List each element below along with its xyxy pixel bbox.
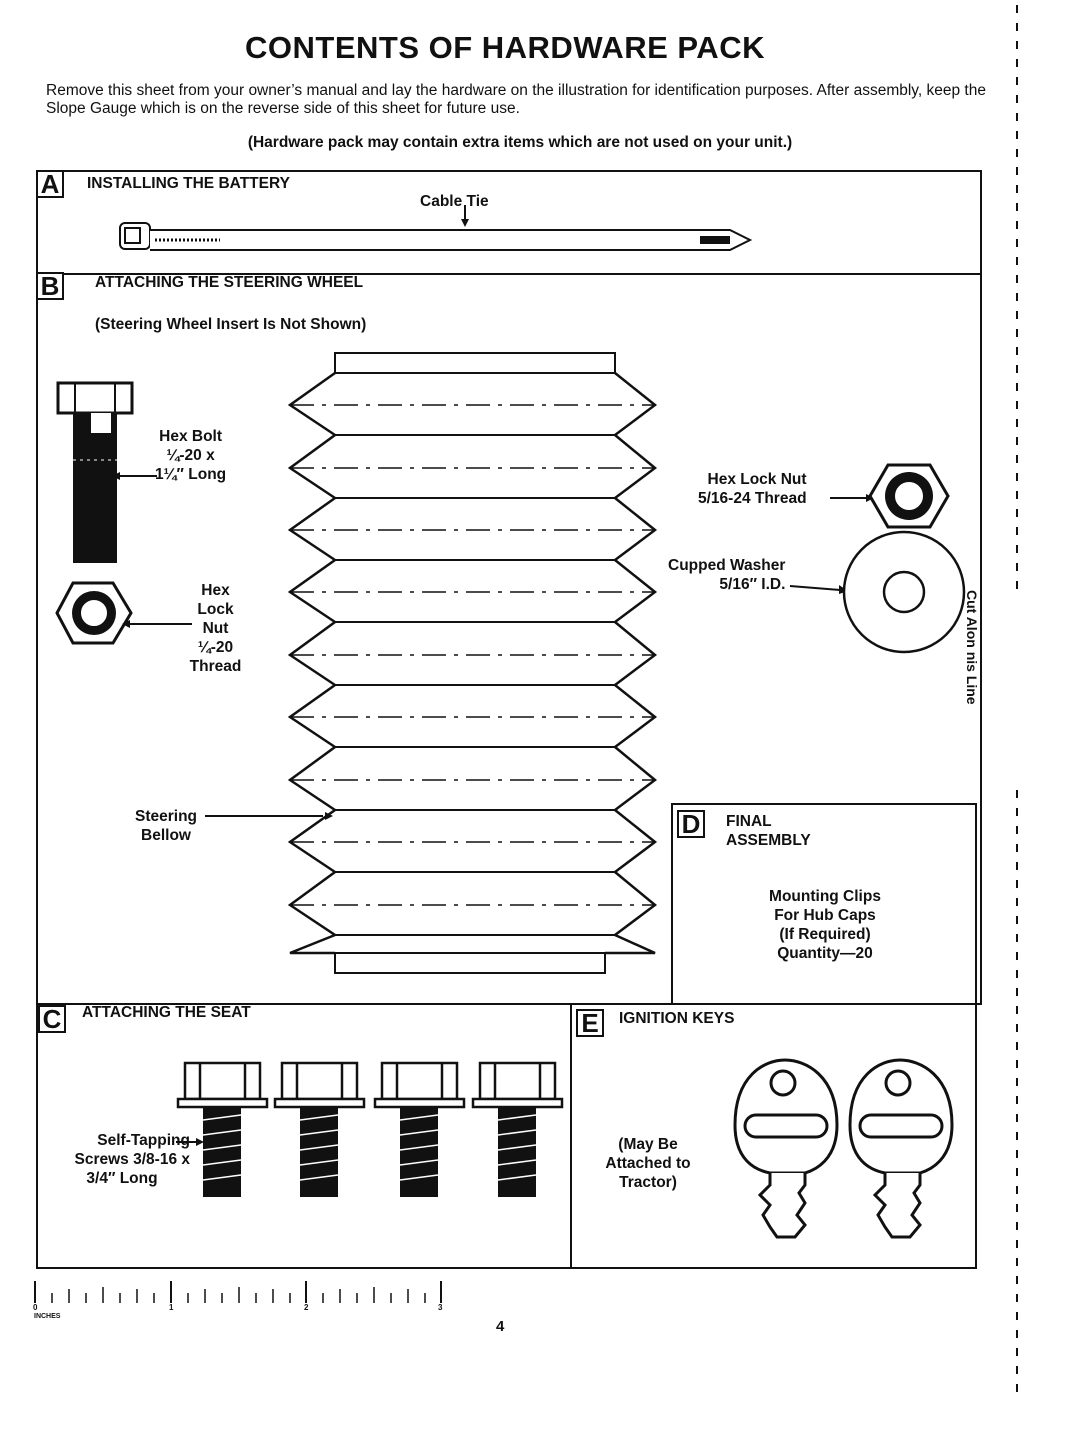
section-b-title: ATTACHING THE STEERING WHEEL bbox=[95, 274, 364, 291]
section-e-box bbox=[570, 1003, 977, 1269]
page-number: 4 bbox=[496, 1318, 505, 1335]
hex-lock-nut-large-illustration bbox=[868, 463, 950, 529]
section-e-title: IGNITION KEYS bbox=[619, 1010, 735, 1027]
hex-bolt-leader bbox=[112, 472, 157, 480]
section-a-letter: A bbox=[36, 170, 64, 198]
section-c-title: ATTACHING THE SEAT bbox=[82, 1004, 251, 1021]
cupped-washer-illustration bbox=[842, 530, 966, 654]
section-a-title: INSTALLING THE BATTERY bbox=[87, 175, 290, 192]
ruler-tick-0: 0 bbox=[33, 1303, 38, 1312]
hex-lock-nut-small-label: Hex Lock Nut ¼-20 Thread bbox=[189, 582, 242, 675]
hex-bolt-illustration bbox=[56, 381, 134, 563]
self-tapping-screws-leader bbox=[176, 1138, 204, 1146]
steering-bellow-illustration bbox=[287, 352, 658, 974]
section-d-letter: D bbox=[677, 810, 705, 838]
inch-ruler bbox=[34, 1281, 442, 1303]
cable-tie-illustration bbox=[119, 205, 753, 251]
cable-tie-label: Cable Tie bbox=[420, 193, 489, 210]
intro-text: Remove this sheet from your owner’s manu… bbox=[46, 82, 986, 117]
self-tapping-screws-illustration bbox=[176, 1061, 564, 1197]
cupped-washer-label: Cupped Washer 5/16″ I.D. bbox=[668, 557, 786, 593]
section-d-title: FINAL ASSEMBLY bbox=[726, 813, 811, 849]
section-b-letter: B bbox=[36, 272, 64, 300]
hardware-note: (Hardware pack may contain extra items w… bbox=[247, 134, 793, 151]
section-c-letter: C bbox=[38, 1005, 66, 1033]
self-tapping-screws-label: Self-Tapping Screws 3/8-16 x 3/4″ Long bbox=[74, 1132, 190, 1187]
mounting-clips-label: Mounting Clips For Hub Caps (If Required… bbox=[769, 888, 881, 962]
ignition-keys-illustration bbox=[733, 1058, 954, 1239]
section-e-letter: E bbox=[576, 1009, 604, 1037]
ruler-unit-label: INCHES bbox=[34, 1313, 61, 1320]
cut-line-text: Cut Alon nis Line bbox=[964, 590, 980, 705]
hex-lock-nut-small-illustration bbox=[55, 581, 133, 645]
page-title: CONTENTS OF HARDWARE PACK bbox=[245, 30, 765, 65]
ignition-keys-note: (May Be Attached to Tractor) bbox=[605, 1136, 691, 1191]
hex-bolt-label: Hex Bolt ¼-20 x 1¼″ Long bbox=[155, 428, 227, 483]
steering-bellow-leader bbox=[205, 812, 333, 820]
hex-lock-nut-small-leader bbox=[122, 620, 192, 628]
steering-bellow-label: Steering Bellow bbox=[134, 808, 197, 844]
ruler-tick-2: 2 bbox=[304, 1303, 309, 1312]
cut-line bbox=[1016, 5, 1018, 1400]
ruler-tick-3: 3 bbox=[438, 1303, 443, 1312]
hex-lock-nut-large-label: Hex Lock Nut 5/16-24 Thread bbox=[698, 471, 807, 507]
ruler-tick-1: 1 bbox=[169, 1303, 174, 1312]
section-b-subtitle: (Steering Wheel Insert Is Not Shown) bbox=[95, 316, 367, 333]
cupped-washer-leader bbox=[789, 585, 848, 594]
